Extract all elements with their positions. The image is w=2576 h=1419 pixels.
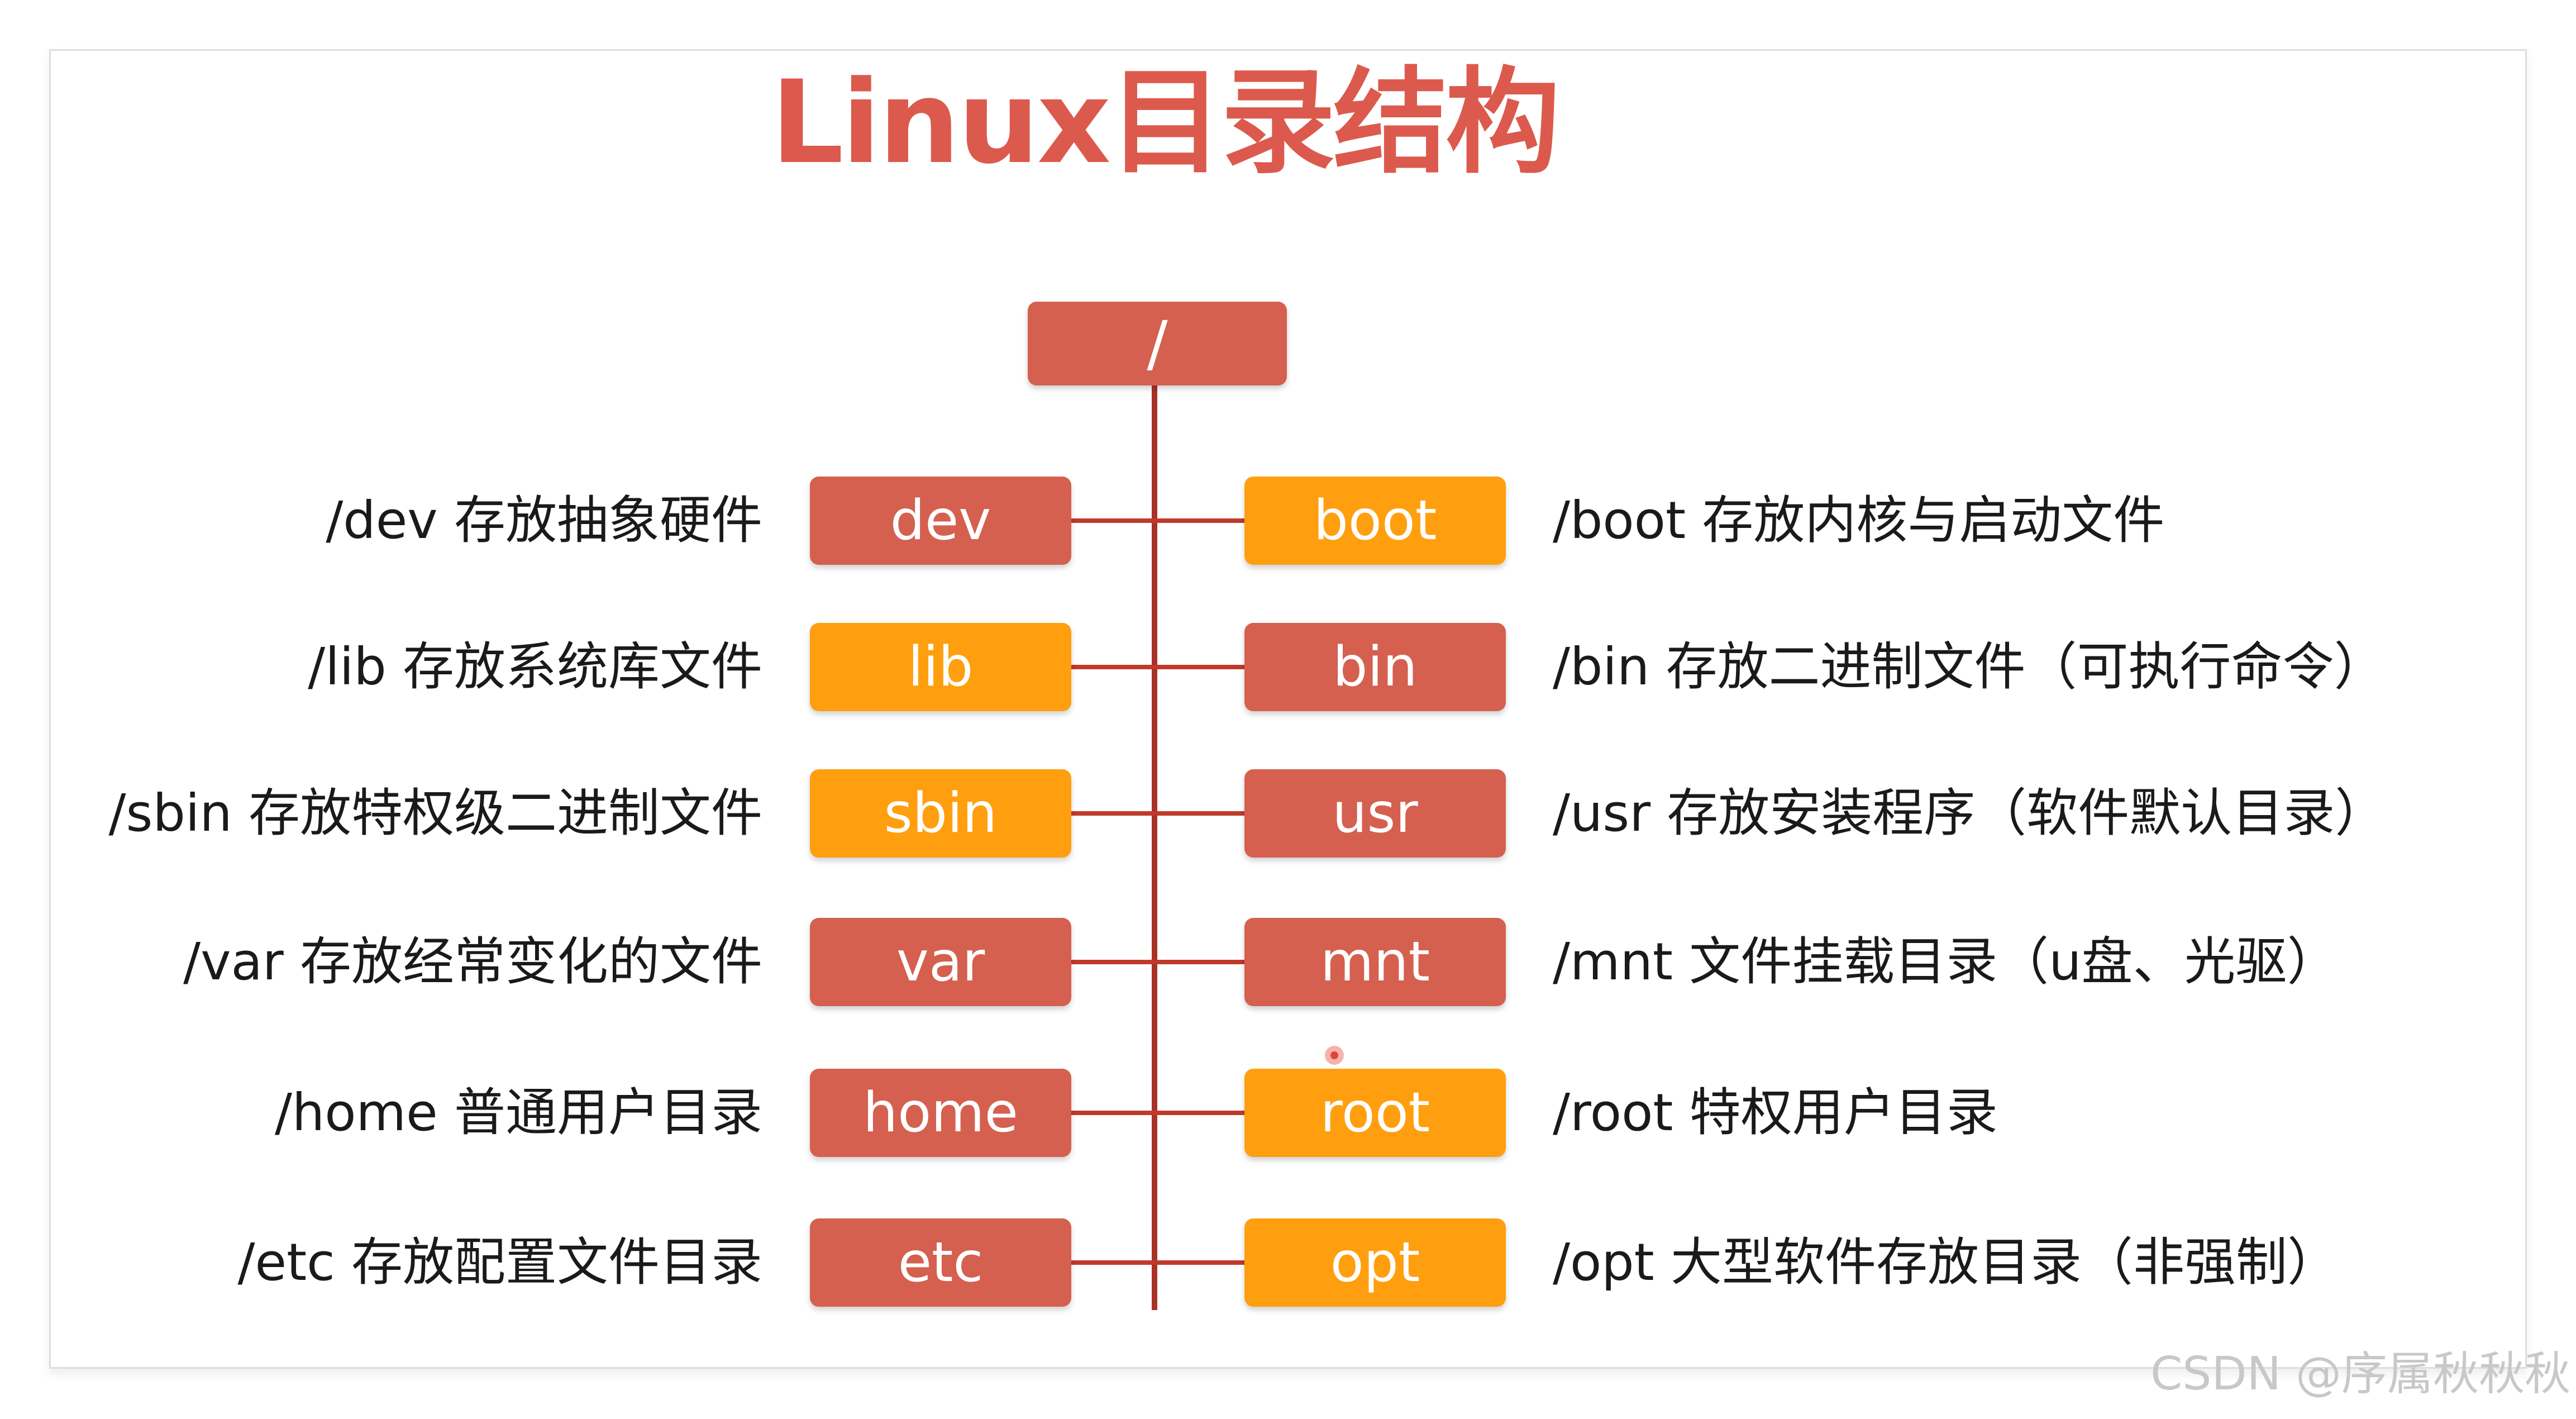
watermark-text: CSDN @序属秋秋秋 <box>2150 1347 2570 1401</box>
desc-home: /home 普通用户目录 <box>274 1083 762 1142</box>
node-var: var <box>810 918 1071 1006</box>
node-sbin: sbin <box>810 769 1071 858</box>
desc-lib: /lib 存放系统库文件 <box>308 637 762 697</box>
desc-etc: /etc 存放配置文件目录 <box>237 1232 763 1292</box>
desc-bin: /bin 存放二进制文件（可执行命令） <box>1553 637 2386 697</box>
node-mnt: mnt <box>1244 918 1506 1006</box>
branch-line-opt <box>1153 1260 1248 1265</box>
diagram-title: Linux目录结构 <box>771 56 1560 189</box>
node-root: root <box>1244 1069 1506 1157</box>
desc-sbin: /sbin 存放特权级二进制文件 <box>108 783 762 843</box>
branch-line-bin <box>1153 665 1248 669</box>
desc-boot: /boot 存放内核与启动文件 <box>1553 491 2165 550</box>
node-etc: etc <box>810 1218 1071 1307</box>
node-dev: dev <box>810 477 1071 565</box>
branch-line-lib <box>1067 665 1156 669</box>
branch-line-boot <box>1153 518 1248 523</box>
desc-usr: /usr 存放安装程序（软件默认目录） <box>1553 783 2387 843</box>
branch-line-root <box>1153 1111 1248 1115</box>
node-opt: opt <box>1244 1218 1506 1307</box>
node-boot: boot <box>1244 477 1506 565</box>
desc-mnt: /mnt 文件挂载目录（u盘、光驱） <box>1553 932 2339 992</box>
desc-dev: /dev 存放抽象硬件 <box>326 491 762 550</box>
node-lib: lib <box>810 623 1071 711</box>
desc-var: /var 存放经常变化的文件 <box>183 932 762 992</box>
node-home: home <box>810 1069 1071 1157</box>
tree-trunk-line <box>1152 385 1157 1310</box>
node-usr: usr <box>1244 769 1506 858</box>
branch-line-etc <box>1067 1260 1156 1265</box>
branch-line-mnt <box>1153 960 1248 964</box>
desc-root: /root 特权用户目录 <box>1553 1083 1998 1142</box>
pointer-cursor-icon <box>1325 1046 1344 1065</box>
branch-line-sbin <box>1067 811 1156 816</box>
root-directory-node: / <box>1028 302 1287 385</box>
branch-line-home <box>1067 1111 1156 1115</box>
branch-line-var <box>1067 960 1156 964</box>
branch-line-dev <box>1067 518 1156 523</box>
node-bin: bin <box>1244 623 1506 711</box>
desc-opt: /opt 大型软件存放目录（非强制） <box>1553 1232 2339 1292</box>
branch-line-usr <box>1153 811 1248 816</box>
